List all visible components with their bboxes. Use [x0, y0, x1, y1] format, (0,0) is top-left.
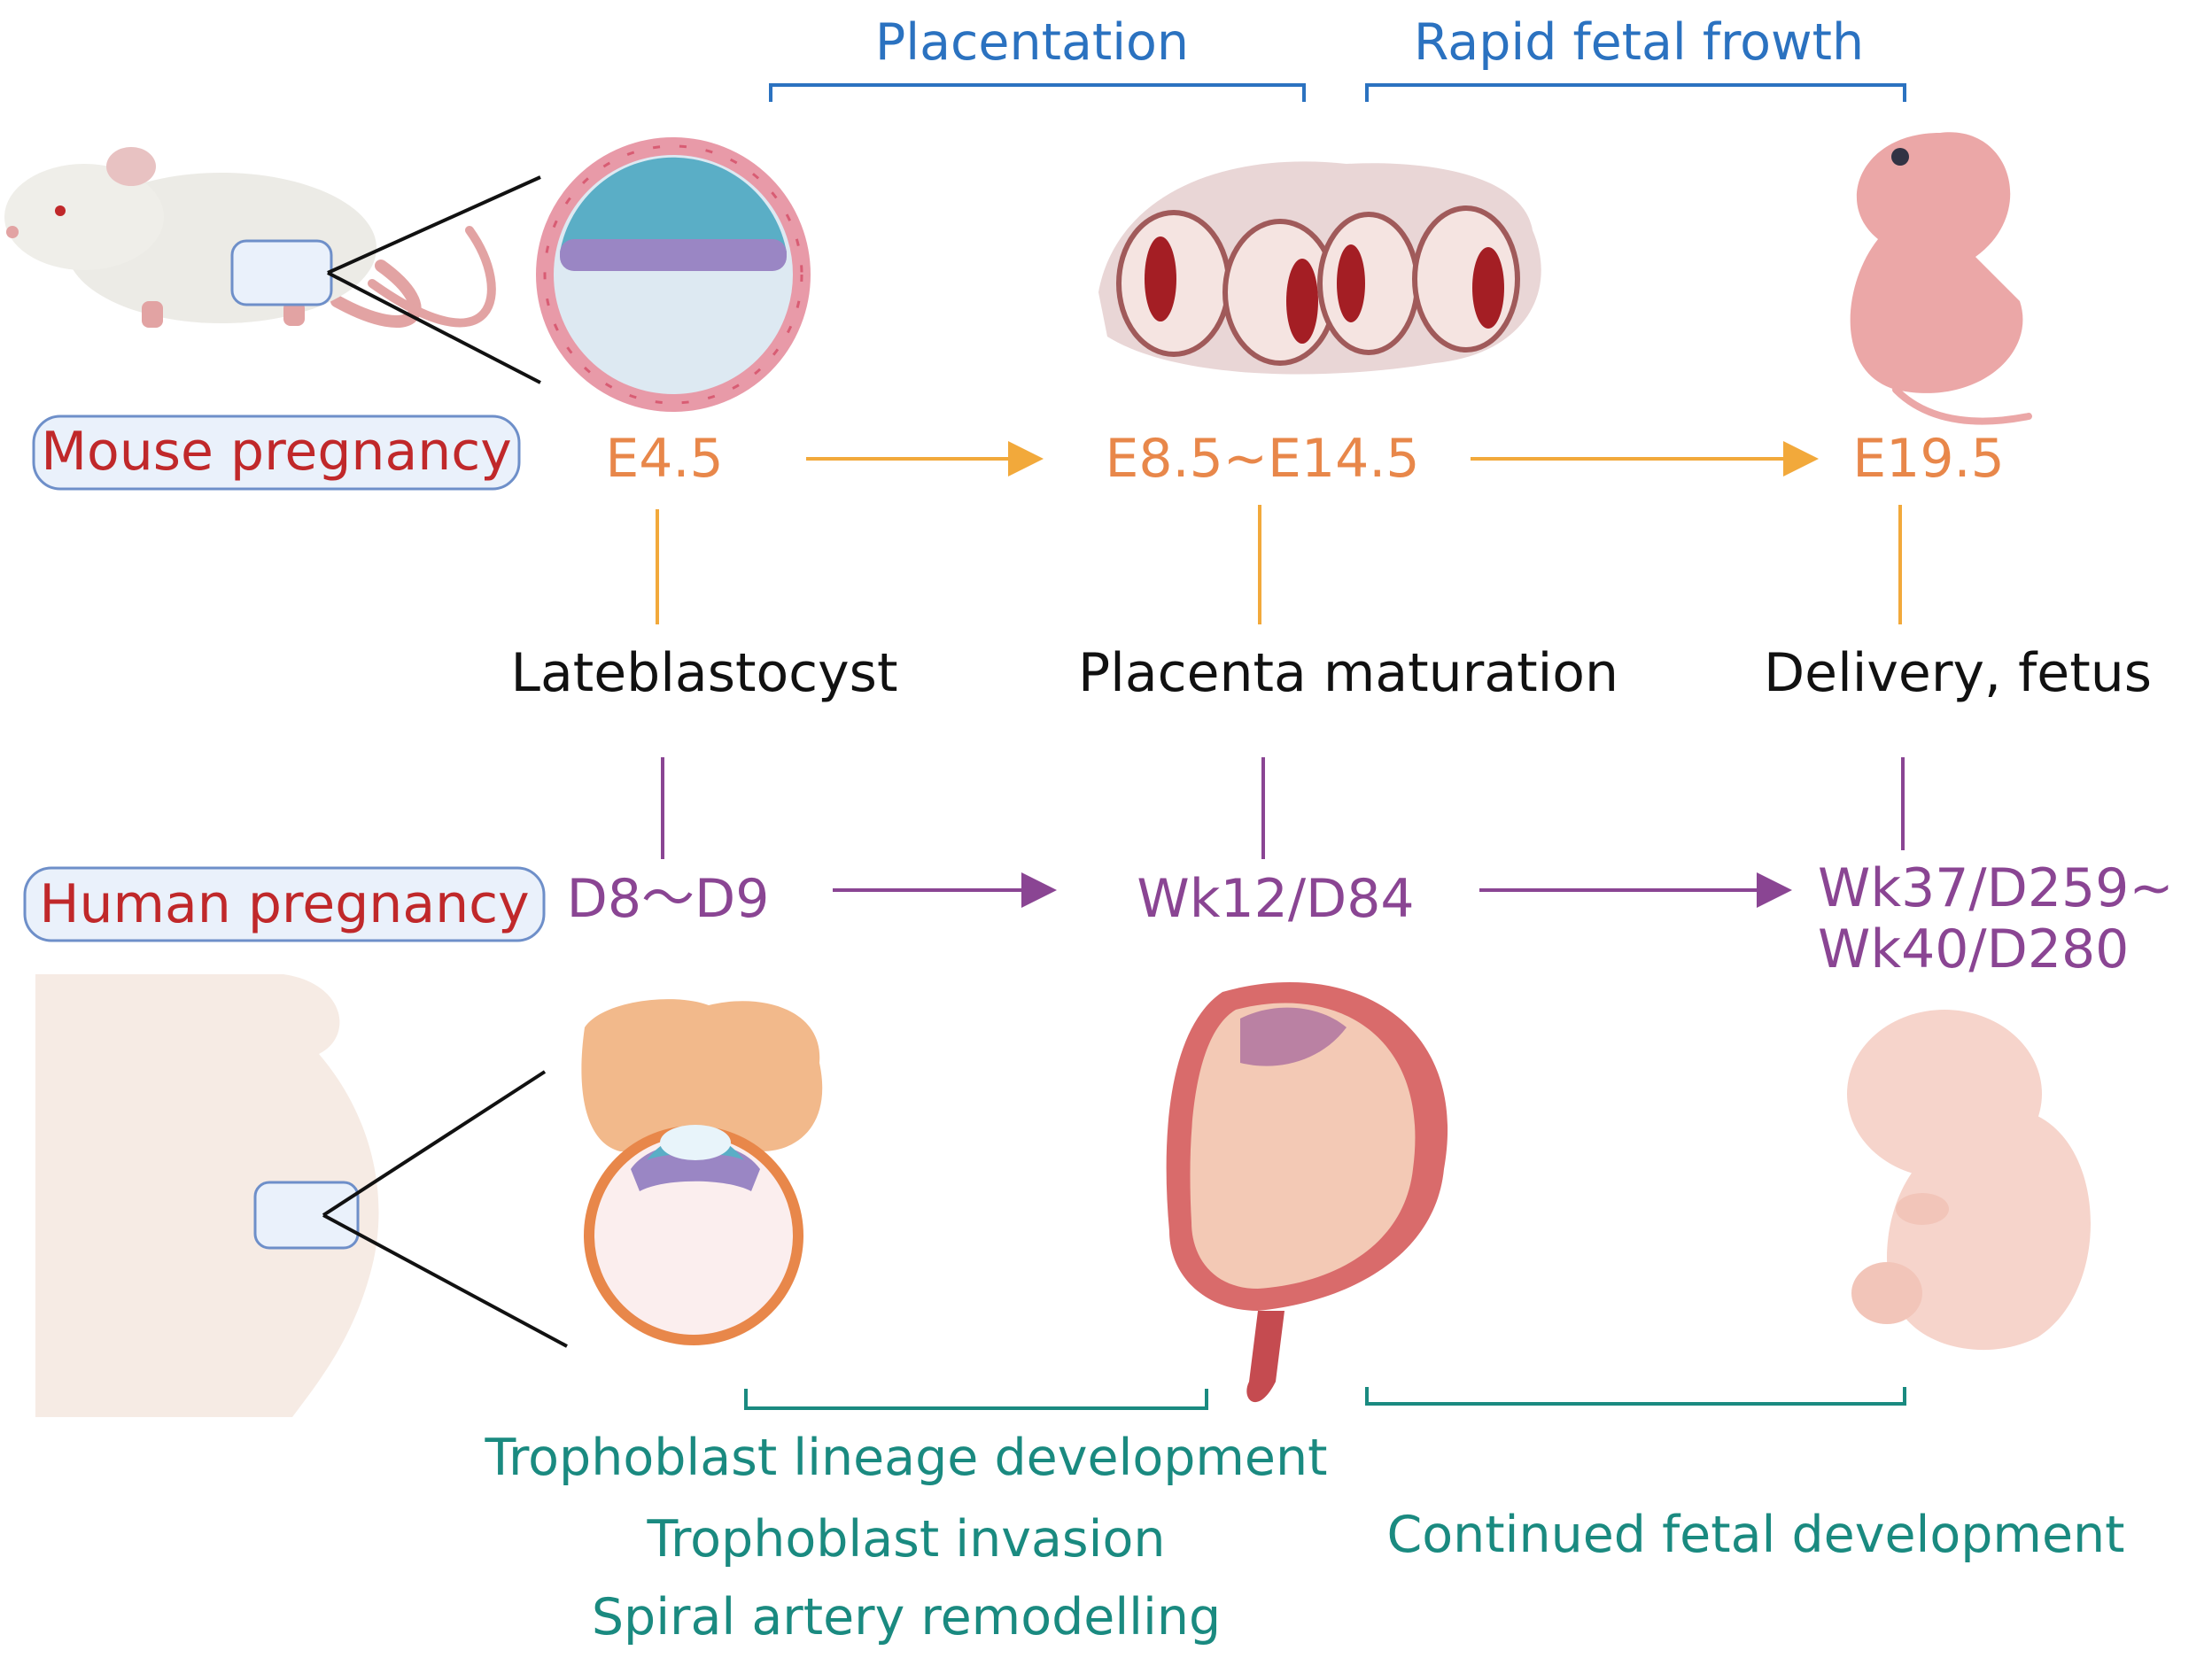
phase-bottom-right-line1: Continued fetal development — [1387, 1506, 2125, 1564]
mouse-time-3: E19.5 — [1852, 428, 2005, 490]
stage-2-label: Placenta maturation — [1078, 642, 1618, 704]
phase-bottom-left-line1: Trophoblast lineage development — [485, 1429, 1328, 1487]
phase-placentation-label: Placentation — [875, 13, 1189, 72]
phase-bottom-left-line2: Trophoblast invasion — [647, 1510, 1166, 1569]
stage-1-label: Lateblastocyst — [511, 642, 898, 704]
human-uterus-callout-box — [253, 1181, 360, 1250]
phase-placentation-bracket — [769, 83, 1306, 102]
human-pregnancy-badge: Human pregnancy — [23, 866, 546, 942]
mouse-uterus-embryos-illustration — [1098, 161, 1541, 375]
mouse-pregnancy-label: Mouse pregnancy — [41, 421, 512, 483]
mouse-blastocyst-illustration — [536, 137, 811, 412]
human-time-1: D8～D9 — [567, 868, 770, 930]
mouse-pup-illustration — [1850, 132, 2032, 425]
mouse-uterus-callout-box — [230, 239, 333, 306]
human-uterus-fetus-illustration — [1166, 982, 1448, 1403]
phase-rapid-growth-bracket — [1365, 83, 1906, 102]
mouse-pregnancy-badge: Mouse pregnancy — [32, 414, 521, 491]
human-time-3-line1: Wk37/D259~ — [1818, 857, 2174, 919]
phase-rapid-growth-label: Rapid fetal frowth — [1414, 13, 1864, 72]
mouse-illustration — [4, 147, 541, 384]
phase-bottom-right-bracket — [1365, 1387, 1906, 1406]
human-pregnancy-label: Human pregnancy — [39, 873, 529, 935]
human-blastocyst-illustration — [581, 999, 823, 1345]
phase-bottom-left-bracket — [744, 1389, 1208, 1410]
phase-bottom-left-line3: Spiral artery remodelling — [592, 1588, 1221, 1646]
mouse-time-1: E4.5 — [605, 428, 723, 490]
human-time-2: Wk12/D84 — [1137, 868, 1414, 930]
human-time-3-line2: Wk40/D280 — [1818, 918, 2129, 980]
mouse-time-2: E8.5~E14.5 — [1105, 428, 1419, 490]
human-fetus-illustration — [1847, 1010, 2091, 1351]
stage-3-label: Delivery, fetus — [1764, 642, 2152, 704]
human-body-illustration — [35, 974, 568, 1417]
